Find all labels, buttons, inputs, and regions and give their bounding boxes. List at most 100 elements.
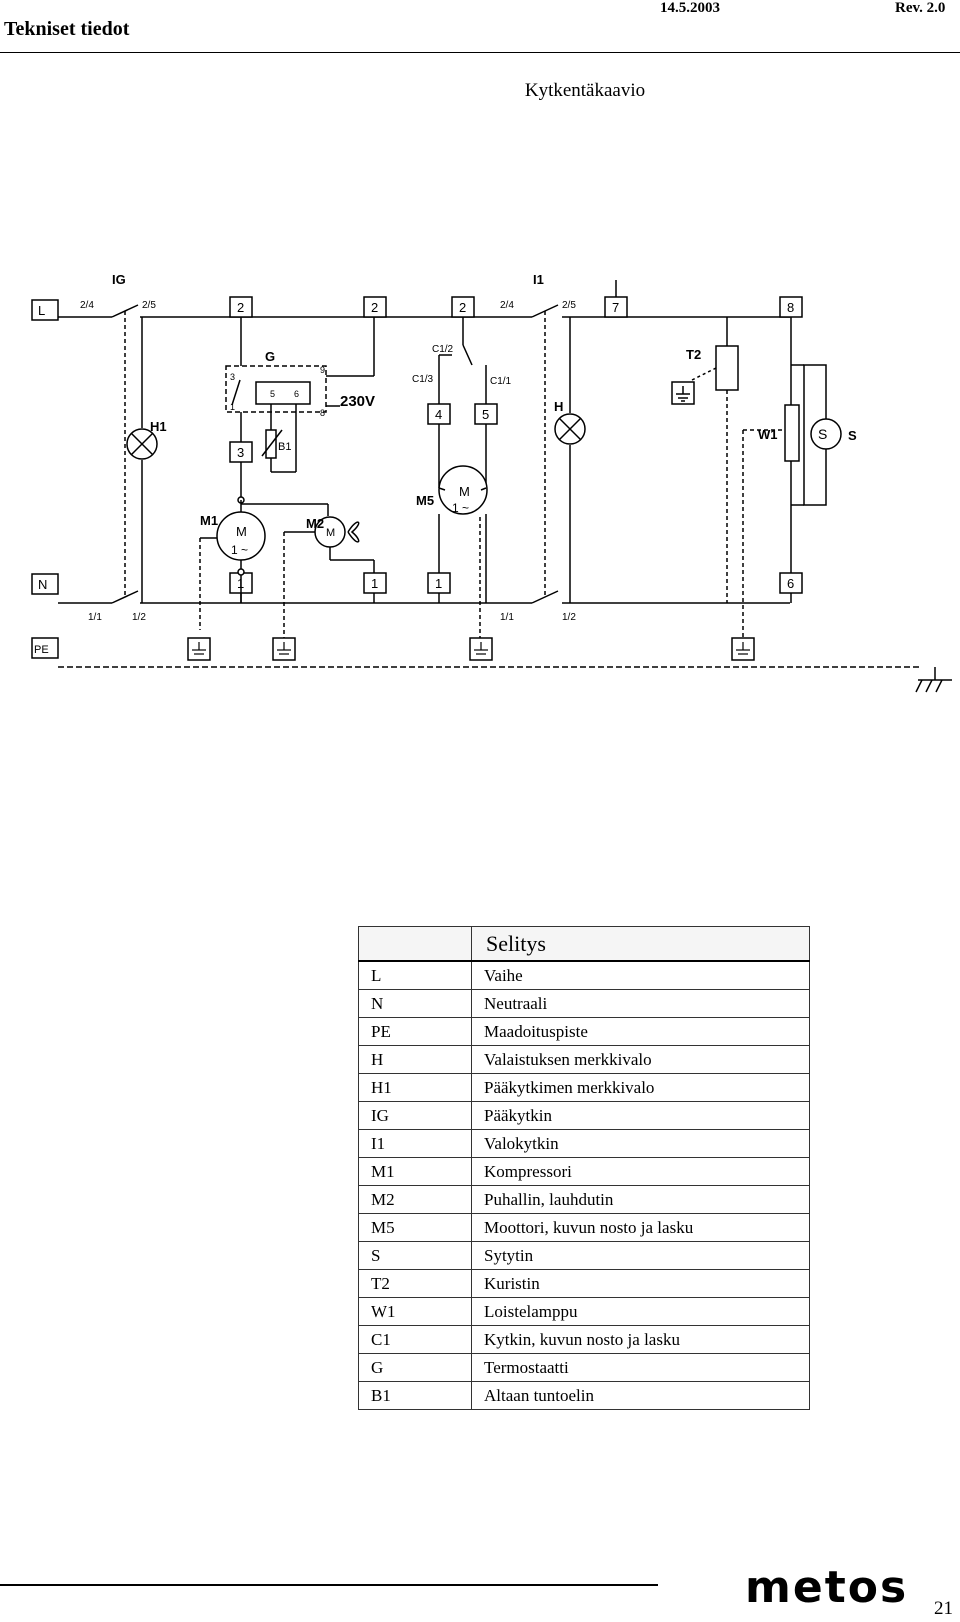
- legend-description: Sytytin: [471, 1241, 810, 1270]
- legend-code: B1: [358, 1381, 472, 1410]
- document-revision: Rev. 2.0: [895, 0, 946, 16]
- legend-description: Pääkytkin: [471, 1101, 810, 1130]
- label-h1: H1: [150, 419, 167, 434]
- legend-code: G: [358, 1353, 472, 1382]
- wiring-diagram: L N PE IG I1 2/4 2/5 2/4 2/5 1/1 1/2 1/1…: [31, 272, 952, 693]
- legend-description: Puhallin, lauhdutin: [471, 1185, 810, 1214]
- legend-code: M1: [358, 1157, 472, 1186]
- terminal-5: 5: [482, 407, 489, 422]
- header-divider: [0, 52, 960, 53]
- label-i1-25: 2/5: [562, 300, 576, 311]
- legend-code: N: [358, 989, 472, 1018]
- legend-description: Loistelamppu: [471, 1297, 810, 1326]
- footer-divider: [0, 1584, 658, 1586]
- label-ig: IG: [112, 272, 126, 287]
- terminal-2c: 2: [459, 300, 466, 315]
- label-m1-phase: 1 ~: [231, 543, 248, 557]
- label-b1: B1: [278, 441, 291, 453]
- label-ig-11: 1/1: [88, 612, 102, 623]
- label-g: G: [265, 349, 275, 364]
- label-s-symbol: S: [818, 426, 827, 442]
- legend-code: M2: [358, 1185, 472, 1214]
- terminal-4: 4: [435, 407, 442, 422]
- terminal-3: 3: [237, 445, 244, 460]
- terminal-2a: 2: [237, 300, 244, 315]
- legend-description: Pääkytkimen merkkivalo: [471, 1073, 810, 1102]
- legend-code: L: [358, 960, 472, 990]
- label-c11: C1/1: [490, 376, 512, 387]
- legend-code: H1: [358, 1073, 472, 1102]
- legend-description: Vaihe: [471, 960, 810, 990]
- legend-description: Kuristin: [471, 1269, 810, 1298]
- legend-code: I1: [358, 1129, 472, 1158]
- label-g-6: 6: [294, 389, 299, 399]
- legend-description: Kompressori: [471, 1157, 810, 1186]
- legend-code: T2: [358, 1269, 472, 1298]
- label-m2-motor: M: [326, 527, 335, 539]
- label-c12: C1/2: [432, 344, 454, 355]
- terminal-1b: 1: [371, 576, 378, 591]
- metos-logo: metos: [745, 1562, 909, 1613]
- label-i1: I1: [533, 272, 544, 287]
- page-number: 21: [934, 1598, 953, 1619]
- label-t2: T2: [686, 347, 701, 362]
- label-c13: C1/3: [412, 374, 434, 385]
- legend-description: Neutraali: [471, 989, 810, 1018]
- terminal-1c: 1: [435, 576, 442, 591]
- label-l: L: [38, 303, 45, 318]
- legend-description: Kytkin, kuvun nosto ja lasku: [471, 1325, 810, 1354]
- label-g-5: 5: [270, 389, 275, 399]
- label-i1-11: 1/1: [500, 612, 514, 623]
- label-ig-25: 2/5: [142, 300, 156, 311]
- terminal-6: 6: [787, 576, 794, 591]
- label-m1-motor: M: [236, 524, 247, 539]
- label-s: S: [848, 428, 857, 443]
- label-g-9: 9: [320, 365, 325, 375]
- label-h: H: [554, 399, 563, 414]
- label-g-8: 8: [320, 408, 325, 418]
- legend-code: M5: [358, 1213, 472, 1242]
- label-g-3: 3: [230, 372, 235, 382]
- legend-description: Valokytkin: [471, 1129, 810, 1158]
- diagram-title: Kytkentäkaavio: [524, 80, 646, 101]
- label-voltage: 230V: [340, 393, 375, 410]
- label-pe: PE: [34, 644, 49, 656]
- legend-description: Maadoituspiste: [471, 1017, 810, 1046]
- document-title: Tekniset tiedot: [4, 18, 130, 40]
- legend-code: PE: [358, 1017, 472, 1046]
- legend-description: Termostaatti: [471, 1353, 810, 1382]
- label-ig-24: 2/4: [80, 300, 94, 311]
- label-g-1: 1: [230, 402, 235, 412]
- label-ig-12: 1/2: [132, 612, 146, 623]
- label-m1: M1: [200, 513, 218, 528]
- document-date: 14.5.2003: [660, 0, 720, 16]
- label-m5-phase: 1 ~: [452, 501, 469, 515]
- legend-code: C1: [358, 1325, 472, 1354]
- label-i1-12: 1/2: [562, 612, 576, 623]
- legend-code: H: [358, 1045, 472, 1074]
- terminal-7: 7: [612, 300, 619, 315]
- legend-header-blank: [358, 926, 472, 962]
- label-i1-24: 2/4: [500, 300, 514, 311]
- legend-description: Valaistuksen merkkivalo: [471, 1045, 810, 1074]
- legend-code: W1: [358, 1297, 472, 1326]
- label-m5-motor: M: [459, 484, 470, 499]
- legend-description: Moottori, kuvun nosto ja lasku: [471, 1213, 810, 1242]
- label-m5: M5: [416, 493, 434, 508]
